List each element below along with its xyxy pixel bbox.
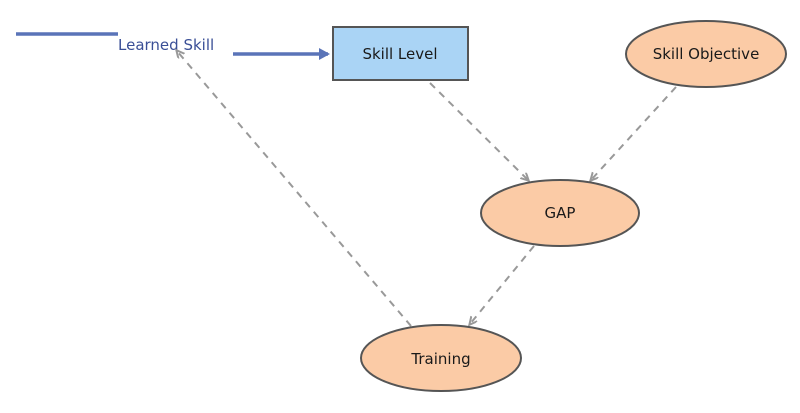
node-skill-objective-shape (625, 20, 787, 88)
edge-training-to-learned-skill (177, 51, 412, 327)
node-gap-label: GAP (545, 204, 576, 222)
edge-gap-to-training (470, 245, 535, 324)
node-training-label: Training (410, 350, 470, 368)
learned-skill-label: Learned Skill (118, 36, 214, 54)
edge-skill-level-to-gap (429, 82, 528, 180)
node-gap: GAP (480, 179, 640, 247)
node-skill-objective: Skill Objective (625, 20, 787, 88)
node-training-shape (360, 324, 522, 392)
node-skill-level-label: Skill Level (362, 45, 437, 63)
node-gap-shape (480, 179, 640, 247)
node-training: Training (360, 324, 522, 392)
node-skill-level: Skill Level (332, 26, 469, 81)
node-skill-level-shape (332, 26, 469, 81)
learned-skill-edge: Learned Skill (16, 32, 330, 60)
edge-skill-objective-to-gap (591, 86, 677, 180)
node-skill-objective-label: Skill Objective (653, 45, 760, 63)
